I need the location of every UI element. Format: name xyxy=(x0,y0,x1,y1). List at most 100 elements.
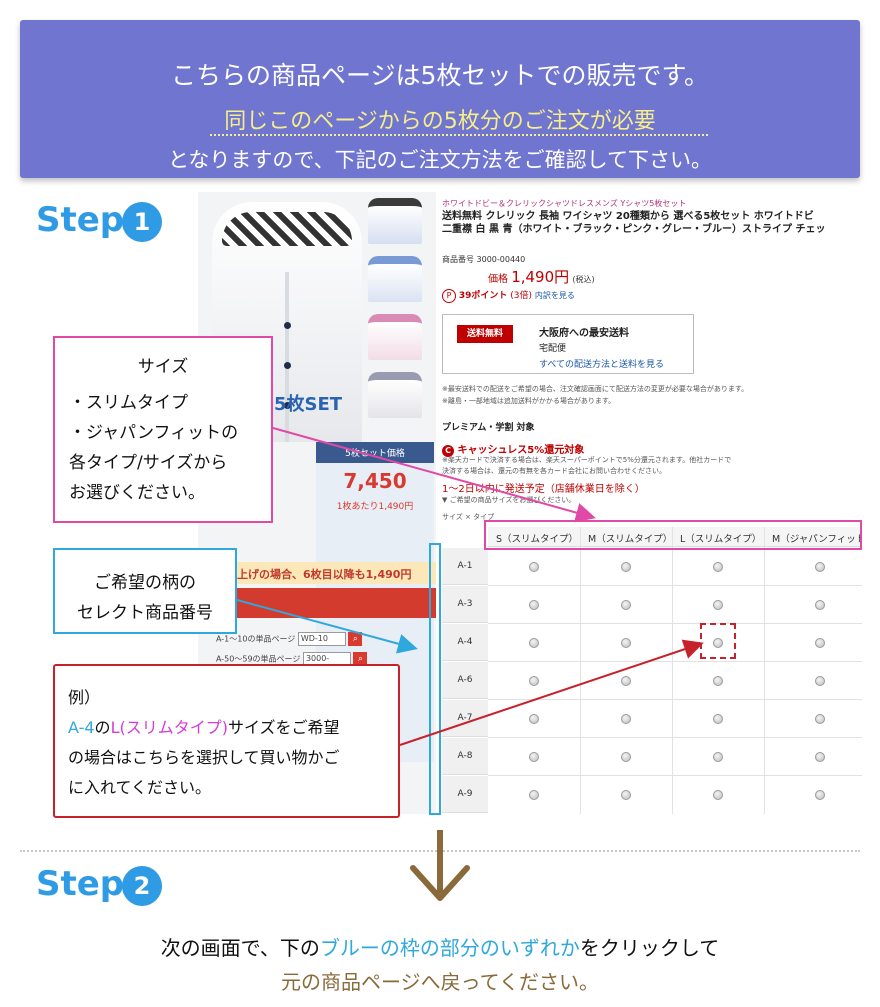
size-radio[interactable] xyxy=(815,562,825,572)
size-radio[interactable] xyxy=(713,752,723,762)
pattern-callout-line: セレクト商品番号 xyxy=(77,603,213,623)
step2-instruction-line2: 元の商品ページへ戻ってください。 xyxy=(281,970,599,994)
example-callout-line: A-4のL(スリムタイプ)サイズをご希望 xyxy=(68,714,340,738)
grid-divider xyxy=(672,527,673,814)
size-radio[interactable] xyxy=(621,600,631,610)
size-radio[interactable] xyxy=(621,714,631,724)
size-callout-line: ・ジャパンフィットの xyxy=(69,423,239,443)
grid-row-line xyxy=(488,775,862,776)
size-radio[interactable] xyxy=(815,638,825,648)
size-radio[interactable] xyxy=(713,676,723,686)
set-price-tag: 5枚セット価格 xyxy=(316,442,434,463)
row-code-highlight xyxy=(429,543,441,815)
search-icon[interactable]: ⌕ xyxy=(353,652,368,666)
example-callout-line: の場合はこちらを選択して買い物かご xyxy=(68,748,340,767)
row-header: A-8 xyxy=(442,738,488,775)
size-radio[interactable] xyxy=(529,638,539,648)
points: P 39ポイント (3倍) 内訳を見る xyxy=(442,288,575,303)
step2-instruction-line1: 次の画面で、下のブルーの枠の部分のいずれかをクリックして xyxy=(0,932,880,961)
example-callout: 例） A-4のL(スリムタイプ)サイズをご希望 の場合はこちらを選択して買い物か… xyxy=(53,664,400,818)
size-callout-line: 各タイプ/サイズから xyxy=(69,453,228,473)
search1-input[interactable]: WD-10 xyxy=(297,632,346,646)
size-radio[interactable] xyxy=(815,676,825,686)
product-title-line2: 二重襟 白 黒 青（ホワイト・ブラック・ピンク・グレー・ブルー）ストライプ チェ… xyxy=(442,224,826,235)
free-shipping-badge: 送料無料 xyxy=(457,325,513,343)
size-radio[interactable] xyxy=(713,714,723,724)
size-radio[interactable] xyxy=(713,562,723,572)
single-page-search: A-1〜10の単品ページ WD-10 ⌕ A-50〜59の単品ページ 3000-… xyxy=(216,632,368,675)
banner-line-3: となりますので、下記のご注文方法をご確認して下さい。 xyxy=(168,148,712,172)
size-radio[interactable] xyxy=(713,600,723,610)
step1-label: Step xyxy=(36,200,125,240)
shipping-title: 大阪府への最安送料 xyxy=(539,328,629,339)
pattern-callout-line: ご希望の柄の xyxy=(94,573,196,593)
bulk-notice: お買い上げの場合、6枚目以降も1,490円 xyxy=(198,562,436,584)
size-radio[interactable] xyxy=(529,676,539,686)
example-callout-heading: 例） xyxy=(68,688,101,707)
size-radio[interactable] xyxy=(621,752,631,762)
size-radio[interactable] xyxy=(815,752,825,762)
set-text: 5枚SET xyxy=(274,394,343,415)
banner-line-1: こちらの商品ページは5枚セットでの販売です。 xyxy=(171,61,709,90)
row-header: A-4 xyxy=(442,624,488,661)
shirt-button xyxy=(284,322,291,329)
shipping-methods-link[interactable]: すべての配送方法と送料を見る xyxy=(539,360,665,370)
grid-row-line xyxy=(488,661,862,662)
size-radio[interactable] xyxy=(529,790,539,800)
instruction-banner: こちらの商品ページは5枚セットでの販売です。 同じこのページからの5枚分のご注文… xyxy=(20,20,860,178)
size-radio[interactable] xyxy=(815,714,825,724)
shirt-thumbnail xyxy=(368,198,422,244)
column-header: M（ジャパンフィット xyxy=(764,527,862,547)
size-radio[interactable] xyxy=(529,562,539,572)
size-radio[interactable] xyxy=(621,790,631,800)
step1-number-badge: 1 xyxy=(122,202,162,242)
product-title: 送料無料 クレリック 長袖 ワイシャツ 20種類から 選べる5枚セット ホワイト… xyxy=(442,210,860,236)
row-header: A-9 xyxy=(442,776,488,813)
product-number: 商品番号 3000-00440 xyxy=(442,255,526,264)
size-radio[interactable] xyxy=(621,638,631,648)
price-value: 1,490円 xyxy=(511,268,570,286)
step2-text-highlight: ブルーの枠の部分のいずれか xyxy=(319,936,580,960)
points-detail-link[interactable]: 内訳を見る xyxy=(534,291,575,300)
size-radio[interactable] xyxy=(529,752,539,762)
search-icon[interactable]: ⌕ xyxy=(348,632,363,646)
shipping-method: 宅配便 xyxy=(539,344,567,354)
example-rest: サイズをご希望 xyxy=(227,718,340,737)
shipping-box: 送料無料 大阪府への最安送料 宅配便 すべての配送方法と送料を見る xyxy=(442,314,694,374)
price: 価格 1,490円 (税込) xyxy=(488,266,595,287)
size-radio[interactable] xyxy=(815,790,825,800)
grid-divider xyxy=(764,527,765,814)
cashless-note: ※楽天カードで決済する場合は、楽天スーパーポイントで5%分還元されます。他社カー… xyxy=(442,456,732,464)
banner-underline xyxy=(210,134,708,136)
shirt-thumbnail xyxy=(368,256,422,302)
column-header: M（スリムタイプ） xyxy=(580,527,672,547)
pattern-callout: ご希望の柄の セレクト商品番号 xyxy=(53,548,237,634)
size-radio[interactable] xyxy=(621,562,631,572)
size-radio[interactable] xyxy=(713,790,723,800)
step2-number-badge: 2 xyxy=(122,866,162,906)
shirt-thumbnail xyxy=(368,314,422,360)
column-header: L（スリムタイプ） xyxy=(672,527,764,547)
example-of: の xyxy=(94,718,111,737)
banner-highlight: 同じこのページからの5枚分のご注文が必要 xyxy=(224,109,656,134)
point-icon: P xyxy=(442,289,456,303)
size-radio[interactable] xyxy=(713,638,723,648)
shirt-button xyxy=(284,402,291,409)
shop-name[interactable]: ホワイトドビー＆クレリックシャツドレスメンズ Yシャツ5枚セット xyxy=(442,199,687,208)
cashless-note: 決済する場合は、還元の有無を各カード会社にお問い合わせください。 xyxy=(442,467,666,475)
shirt-collar xyxy=(222,212,352,246)
size-callout-title: サイズ xyxy=(137,357,189,377)
row-header: A-7 xyxy=(442,700,488,737)
grid-row-line xyxy=(488,699,862,700)
shirt-thumbnails xyxy=(368,198,424,430)
step2-text-c: をクリックして xyxy=(579,936,720,960)
size-radio[interactable] xyxy=(621,676,631,686)
shirt-button xyxy=(284,362,291,369)
size-radio[interactable] xyxy=(815,600,825,610)
size-radio[interactable] xyxy=(529,714,539,724)
price-label: 価格 xyxy=(488,274,508,285)
size-radio[interactable] xyxy=(529,600,539,610)
price-tax: (税込) xyxy=(572,275,595,284)
points-multiplier: (3倍) xyxy=(510,291,533,301)
grid-divider xyxy=(580,527,581,814)
